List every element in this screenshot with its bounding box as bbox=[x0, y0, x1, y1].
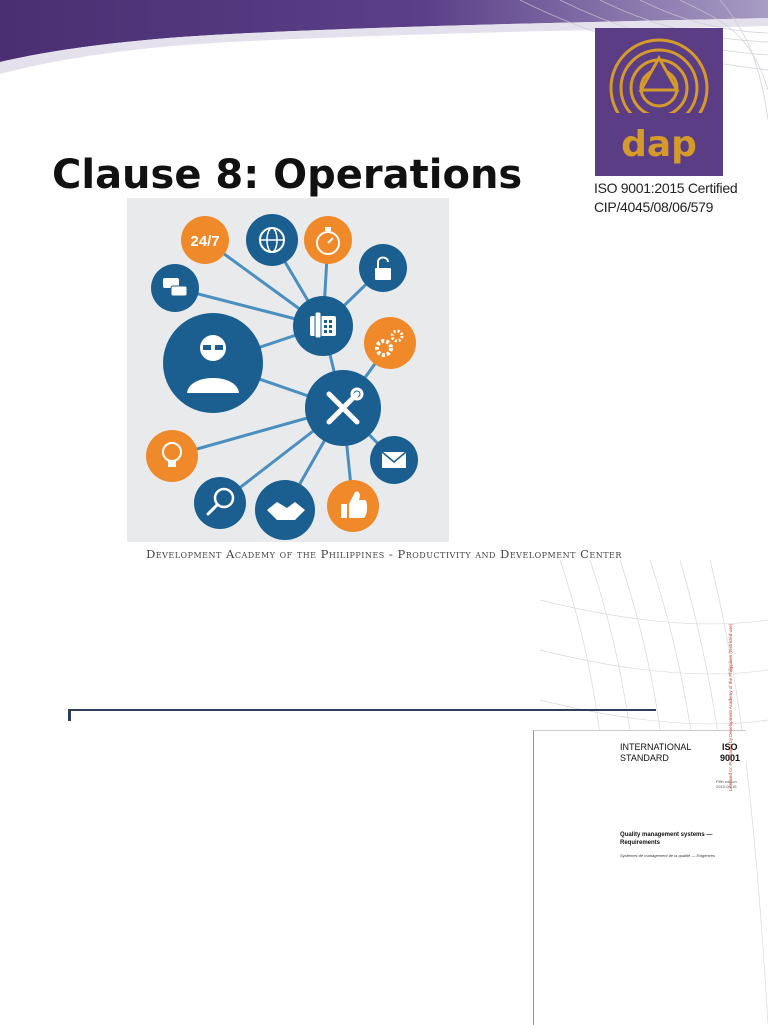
academy-caption: Development Academy of the Philippines -… bbox=[146, 547, 622, 561]
badge-24-7: 24/7 bbox=[190, 233, 219, 250]
envelope-icon bbox=[370, 436, 418, 484]
thumbs-up-icon bbox=[327, 480, 379, 532]
handshake-icon bbox=[255, 480, 315, 540]
doc-subtitle: Systèmes de management de la qualité — E… bbox=[620, 853, 715, 858]
chat-icon bbox=[151, 264, 199, 312]
logo-wordmark: dap bbox=[621, 124, 697, 165]
doc-license-note: Licensed to: Purchased by Development Ac… bbox=[728, 623, 733, 791]
operations-infographic: 24/7 bbox=[127, 198, 449, 542]
padlock-icon bbox=[359, 244, 407, 292]
section-divider bbox=[70, 709, 656, 711]
doc-header-left: INTERNATIONAL STANDARD bbox=[620, 742, 692, 763]
24-7-icon: 24/7 bbox=[181, 216, 229, 264]
iso-9001-document-thumbnail: INTERNATIONAL STANDARD ISO 9001 Fifth ed… bbox=[533, 624, 746, 1025]
doc-header-iso: ISO bbox=[722, 742, 738, 752]
magnifier-icon bbox=[194, 477, 246, 529]
dap-logo: dap bbox=[595, 28, 723, 176]
telephone-icon bbox=[293, 296, 353, 356]
stopwatch-icon bbox=[304, 216, 352, 264]
lightbulb-icon bbox=[146, 430, 198, 482]
support-agent-icon bbox=[163, 313, 263, 413]
slide-title: Clause 8: Operations bbox=[52, 152, 523, 198]
certificate-number: CIP/4045/08/06/579 bbox=[594, 199, 714, 215]
divider-tick bbox=[68, 709, 71, 721]
gears-icon bbox=[364, 317, 416, 369]
doc-edition: Fifth edition 2015-09-15 bbox=[716, 779, 737, 789]
doc-title: Quality management systems — Requirement… bbox=[620, 832, 713, 846]
doc-header-number: 9001 bbox=[720, 753, 741, 763]
tools-icon bbox=[305, 370, 381, 446]
dap-emblem-icon: dap bbox=[595, 38, 723, 176]
certification-text: ISO 9001:2015 Certified bbox=[594, 180, 738, 196]
globe-icon bbox=[246, 214, 298, 266]
